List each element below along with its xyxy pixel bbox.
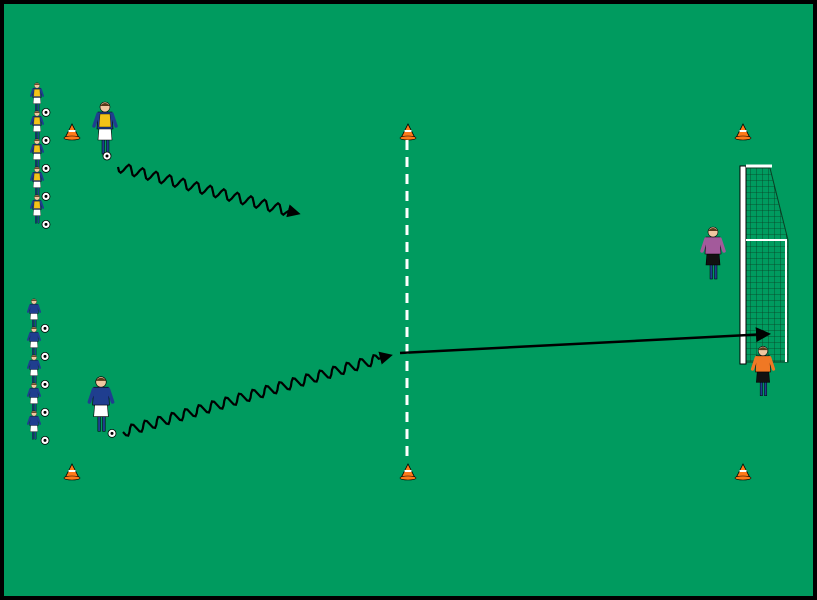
dribble-path-bottom [122,351,393,437]
dribble-path-top [116,163,301,218]
training-cone-icon [63,463,81,481]
player-figure-icon [26,410,42,440]
training-cone-icon [734,463,752,481]
soccer-ball-icon [107,428,117,438]
player-figure-icon [29,82,45,112]
players-layer [26,82,776,445]
soccer-ball-icon [40,379,50,389]
soccer-ball-icon [40,407,50,417]
training-cone-icon [734,123,752,141]
shot-arrow [399,327,771,355]
player-figure-icon [29,110,45,140]
goal [739,164,789,365]
goal-post-left [739,165,747,365]
player-figure-icon [26,382,42,412]
soccer-ball-icon [41,191,51,201]
player-figure-icon [29,194,45,224]
player-figure-icon [29,166,45,196]
training-cone-icon [63,123,81,141]
goal-frame-outline [746,239,787,362]
cones-layer [63,123,752,481]
player-figure-icon [750,346,776,396]
training-cone-icon [399,123,417,141]
soccer-ball-icon [40,323,50,333]
player-figure-icon [26,354,42,384]
player-figure-icon [26,326,42,356]
soccer-ball-icon [102,151,112,161]
soccer-ball-icon [41,108,51,117]
player-figure-icon [87,376,115,432]
soccer-ball-icon [41,219,51,229]
soccer-ball-icon [40,351,50,361]
soccer-ball-icon [41,163,51,173]
player-figure-icon [26,298,42,328]
player-figure-icon [700,226,726,280]
soccer-ball-icon [40,435,50,445]
soccer-ball-icon [41,135,51,145]
training-cone-icon [399,463,417,481]
player-figure-icon [92,101,118,155]
player-figure-icon [29,138,45,168]
